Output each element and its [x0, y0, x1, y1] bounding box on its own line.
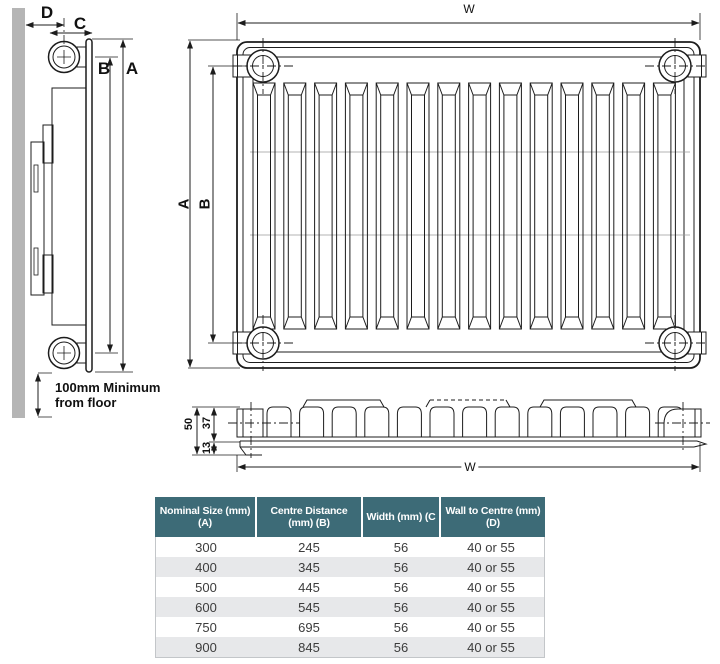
table-cell: 750 [195, 619, 217, 635]
back-panel [239, 440, 708, 456]
table-cell: 56 [393, 559, 409, 575]
table-cell: 56 [393, 539, 409, 555]
side-view [12, 8, 133, 418]
dim-label-a-side: A [125, 59, 139, 78]
wall-bracket [30, 141, 45, 296]
dim-label-b-front: B [196, 198, 214, 210]
table-cell: 40 or 55 [467, 599, 515, 615]
table-cell: 400 [195, 559, 217, 575]
table-cell: 695 [298, 619, 320, 635]
table-cell: 40 or 55 [467, 639, 515, 655]
table-cell: 56 [393, 599, 409, 615]
radiator-body [236, 41, 701, 369]
section-view [192, 399, 710, 472]
table-row: 600 545 56 40 or 55 [156, 597, 544, 617]
table-cell: 445 [298, 579, 320, 595]
table-cell: 345 [298, 559, 320, 575]
dim-label-w-bottom: W [461, 460, 479, 474]
table-cell: 900 [195, 639, 217, 655]
table-cell: 545 [298, 599, 320, 615]
dim-label-13: 13 [201, 441, 213, 455]
table-header-centre-distance: Centre Distance (mm) (B) [257, 497, 363, 537]
dim-label-w-top: W [463, 2, 475, 16]
floor-clearance-note: 100mm Minimum from floor [55, 380, 161, 410]
table-cell: 500 [195, 579, 217, 595]
dimensions-table: Nominal Size (mm) (A) Centre Distance (m… [155, 497, 545, 658]
panel-profile [85, 38, 93, 373]
table-cell: 40 or 55 [467, 579, 515, 595]
dim-label-37: 37 [201, 416, 213, 430]
table-cell: 300 [195, 539, 217, 555]
table-cell: 56 [393, 579, 409, 595]
table-row: 300 245 56 40 or 55 [156, 537, 544, 557]
table-cell: 40 or 55 [467, 619, 515, 635]
front-view [187, 13, 707, 371]
wall-strip [12, 8, 25, 418]
table-cell: 845 [298, 639, 320, 655]
bracket-slot-bottom [33, 247, 39, 276]
corner-valves [233, 38, 705, 371]
convector-fins [266, 406, 683, 437]
table-cell: 56 [393, 639, 409, 655]
table-header-row: Nominal Size (mm) (A) Centre Distance (m… [155, 497, 545, 537]
bracket-body [51, 87, 87, 326]
dim-label-c: C [73, 14, 87, 33]
seam-lines [250, 151, 690, 236]
dim-label-50: 50 [183, 417, 195, 431]
technical-drawing [12, 8, 710, 472]
section-stub-right [663, 408, 702, 438]
table-header-nominal-size: Nominal Size (mm) (A) [155, 497, 257, 537]
table-row: 400 345 56 40 or 55 [156, 557, 544, 577]
dim-label-d: D [40, 3, 54, 22]
table-cell: 56 [393, 619, 409, 635]
table-row: 500 445 56 40 or 55 [156, 577, 544, 597]
radiator-fins [252, 82, 676, 330]
table-body: 300 245 56 40 or 55 400 345 56 40 or 55 … [155, 537, 545, 658]
table-cell: 40 or 55 [467, 539, 515, 555]
bracket-step-top [42, 124, 54, 164]
dim-label-a-front: A [175, 198, 193, 210]
table-cell: 40 or 55 [467, 559, 515, 575]
table-header-width: Width (mm) (C [363, 497, 441, 537]
table-header-wall-to-centre: Wall to Centre (mm) (D) [445, 505, 541, 529]
corner-valve-stubs [232, 54, 707, 355]
panel-bump-right [539, 399, 637, 408]
table-row: 900 845 56 40 or 55 [156, 637, 544, 657]
table-row: 750 695 56 40 or 55 [156, 617, 544, 637]
table-cell: 600 [195, 599, 217, 615]
bracket-slot-top [33, 164, 39, 193]
table-cell: 245 [298, 539, 320, 555]
bracket-step-bottom [42, 254, 54, 294]
panel-bump-left [302, 399, 385, 408]
dim-label-b-side: B [97, 59, 111, 78]
